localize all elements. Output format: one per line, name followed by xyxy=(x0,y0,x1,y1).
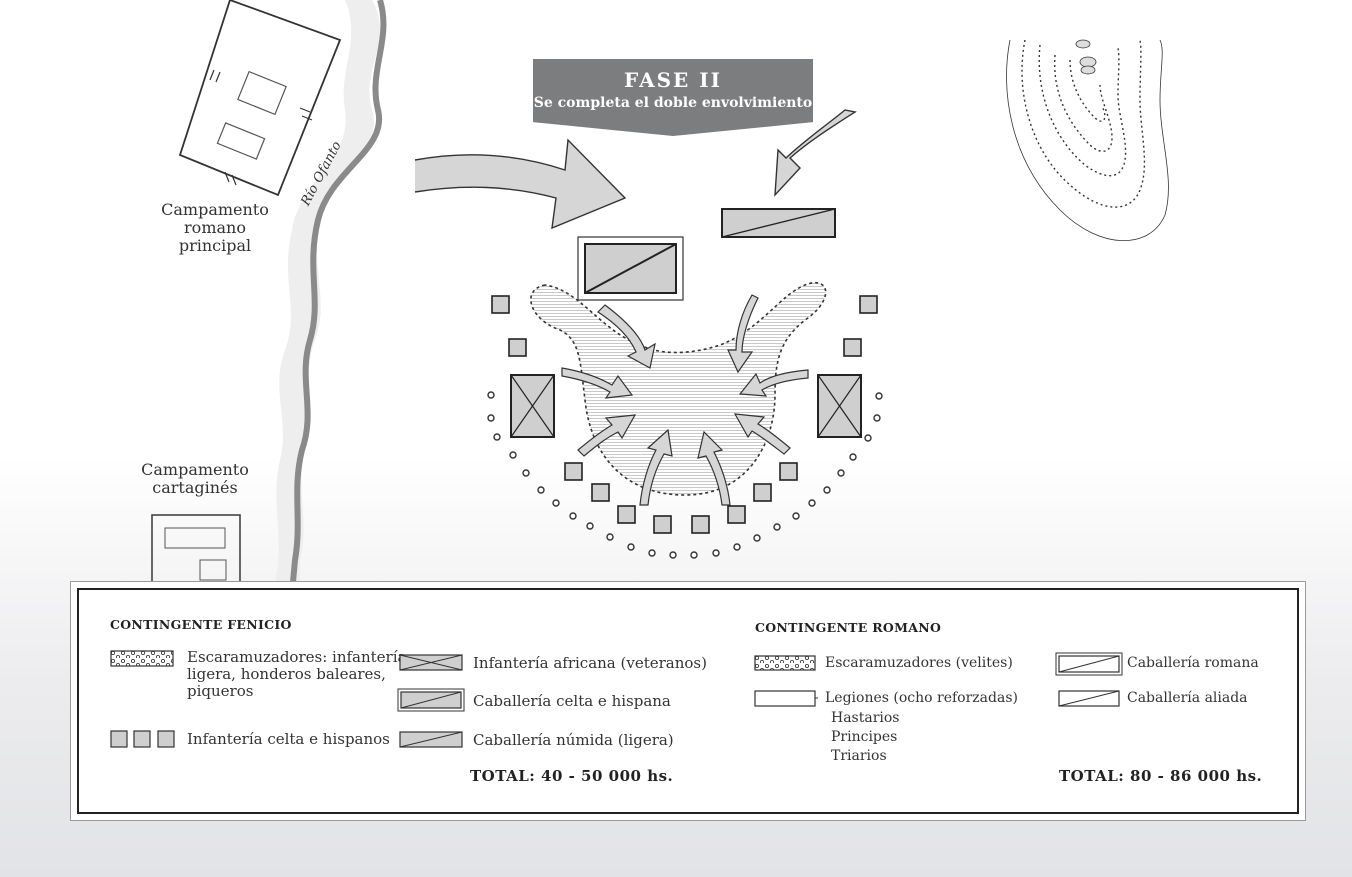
legend-allied-cavalry: Caballería aliada xyxy=(1127,690,1248,706)
hill-contours xyxy=(1006,39,1169,242)
phase-title: FASE II xyxy=(624,68,722,92)
legend-numidian-cavalry: Caballería númida (ligera) xyxy=(473,731,674,749)
allied-cavalry-symbol xyxy=(1058,690,1120,707)
carthaginian-camp xyxy=(151,514,241,586)
african-infantry-right xyxy=(817,374,862,438)
legions-symbol xyxy=(754,690,818,707)
numidian-cavalry-symbol xyxy=(399,731,463,748)
legend-roman-cavalry: Caballería romana xyxy=(1127,655,1259,671)
legend-hastarios: Hastarios xyxy=(831,710,900,726)
celtic-cavalry-symbol xyxy=(397,688,465,712)
african-infantry-left xyxy=(510,374,555,438)
river-ofanto xyxy=(290,0,387,583)
skirmisher-circles xyxy=(487,391,883,559)
cavalry-arrows xyxy=(414,109,857,230)
legend-header-fenicio: CONTINGENTE FENICIO xyxy=(110,617,292,632)
celtic-cavalry-unit xyxy=(577,236,684,301)
roman-main-camp xyxy=(178,0,342,197)
legend-total-fenicio: TOTAL: 40 - 50 000 hs. xyxy=(470,767,674,785)
roman-legions-mass xyxy=(530,282,827,496)
encirclement-arrows xyxy=(561,294,809,506)
legend-box: CONTINGENTE FENICIO Escaramuzadores: inf… xyxy=(70,581,1306,821)
velites-symbol xyxy=(754,655,816,671)
african-infantry-symbol xyxy=(399,654,463,671)
celtic-infantry-squares xyxy=(491,295,878,534)
legend-velites: Escaramuzadores (velites) xyxy=(825,655,1013,671)
carthaginian-camp-label: Campamento cartaginés xyxy=(141,460,249,497)
legend-frame: CONTINGENTE FENICIO Escaramuzadores: inf… xyxy=(77,588,1299,814)
legend-triarios: Triarios xyxy=(831,748,887,764)
skirmishers-symbol xyxy=(110,650,174,667)
celtic-infantry-symbol xyxy=(110,730,175,748)
legend-total-romano: TOTAL: 80 - 86 000 hs. xyxy=(1059,767,1263,785)
legend-african-infantry: Infantería africana (veteranos) xyxy=(473,654,707,672)
arrow-left-cavalry xyxy=(414,138,627,230)
roman-cavalry-symbol xyxy=(1055,652,1123,676)
legend-celtic-infantry: Infantería celta e hispanos xyxy=(187,730,390,748)
numidian-cavalry-unit xyxy=(721,208,836,238)
phase-subtitle: Se completa el doble envolvimiento xyxy=(533,95,813,111)
river-bank xyxy=(275,0,381,582)
roman-camp-label: Campamento romano principal xyxy=(161,200,269,255)
legend-skirmishers: Escaramuzadores: infantería ligera, hond… xyxy=(187,648,407,700)
legend-header-romano: CONTINGENTE ROMANO xyxy=(755,620,942,635)
legend-celtic-cavalry: Caballería celta e hispana xyxy=(473,692,671,710)
phase-banner: FASE II Se completa el doble envolvimien… xyxy=(533,59,813,136)
legend-legions: Legiones (ocho reforzadas) xyxy=(825,690,1018,706)
arrow-right-cavalry xyxy=(774,109,857,197)
legend-principes: Principes xyxy=(831,729,898,745)
